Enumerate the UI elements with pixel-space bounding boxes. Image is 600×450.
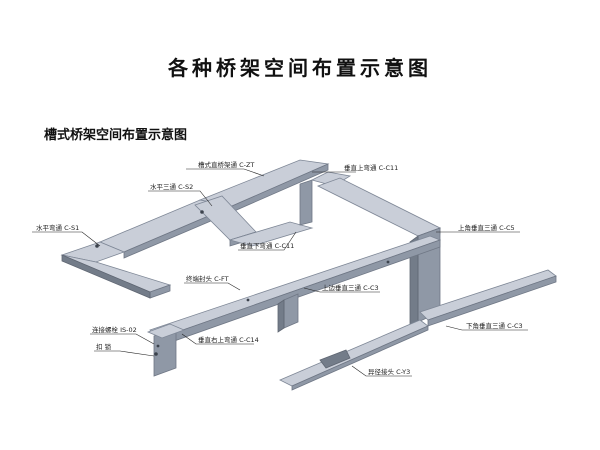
- bolt-dot: [200, 210, 204, 214]
- leader-c3b: [445, 325, 528, 331]
- leader-ft: [184, 282, 241, 291]
- leader-s1: [32, 231, 101, 247]
- label-c3-upper: 上边垂直三通 C-C3: [322, 283, 379, 292]
- leader-c3a: [303, 287, 380, 293]
- leader-zt: [186, 168, 265, 177]
- label-ft: 终端封头 C-FT: [186, 274, 229, 283]
- tray-drop-c3-face: [277, 299, 285, 333]
- label-s1: 水平弯通 C-S1: [36, 223, 79, 232]
- tray-drop-c14-top: [146, 323, 186, 339]
- diagram-subtitle: 槽式桥架空间布置示意图: [44, 128, 188, 143]
- tray-front-leg: [61, 254, 172, 293]
- page-title: 各种桥架空间布置示意图: [168, 56, 432, 80]
- bolt-dot: [246, 298, 250, 302]
- tray-reducer-block: [319, 349, 351, 369]
- label-zt: 槽式直桥架通 C-ZT: [198, 160, 254, 169]
- label-c3-lower: 下角垂直三通 C-C3: [466, 321, 523, 330]
- component-labels: 槽式直桥架通 C-ZT 水平三通 C-S2 水平弯通 C-S1 垂直上弯通 C-…: [36, 160, 523, 376]
- tray-reducer-run-side: [291, 325, 429, 391]
- tray-middle: [228, 221, 314, 247]
- leader-c14: [181, 333, 254, 345]
- label-c14: 垂直右上弯通 C-C14: [198, 335, 259, 344]
- bolt-dot: [156, 344, 160, 348]
- label-s2: 水平三通 C-S2: [150, 182, 193, 191]
- leader-lines: [32, 168, 528, 377]
- tray-vertical-riser: [299, 179, 313, 226]
- label-y3: 异径接头 C-Y3: [368, 367, 410, 376]
- bolt-dot: [95, 244, 99, 248]
- leader-is02: [90, 333, 155, 345]
- bolt-dot: [154, 352, 158, 356]
- leader-s2: [148, 190, 213, 207]
- tray-front-leg-end: [61, 254, 151, 299]
- label-c11-down: 垂直下弯通 C-C11: [240, 241, 294, 250]
- label-c11-up: 垂直上弯通 C-C11: [344, 163, 398, 172]
- leader-c11b: [238, 231, 297, 251]
- tray-upper-right: [316, 177, 442, 237]
- label-is02: 连接螺栓 IS-02: [92, 325, 137, 334]
- label-c5: 上角垂直三通 C-C5: [458, 223, 515, 232]
- tray-lower-right-side: [427, 275, 557, 327]
- label-buckle: 扣 锁: [96, 342, 112, 351]
- leader-y3: [351, 365, 412, 377]
- tray-drop-c3: [283, 293, 299, 329]
- tray-structure: [60, 159, 557, 391]
- leader-buckle: [94, 350, 155, 357]
- bolt-dot: [386, 260, 390, 264]
